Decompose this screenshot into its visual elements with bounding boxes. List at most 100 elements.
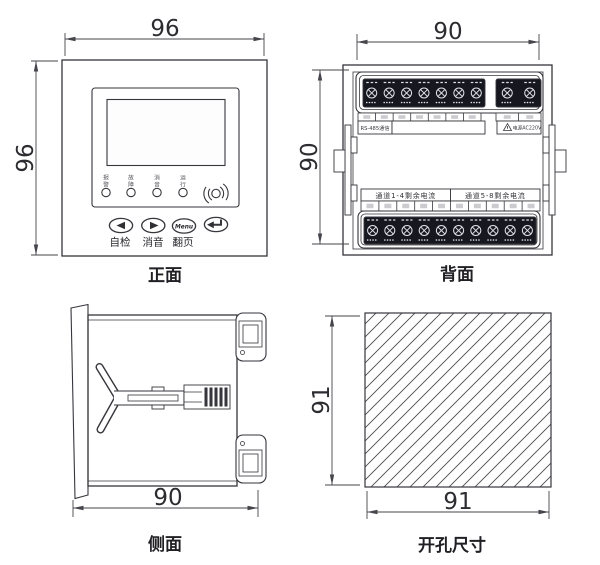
side-depth-value: 90 [153,485,182,511]
clamp-ratchet [183,384,231,410]
svg-text:故: 故 [128,174,134,182]
svg-text:运: 运 [180,174,186,182]
display-bezel [91,87,240,208]
terminal-screw [523,81,536,104]
svg-text:行: 行 [180,181,186,189]
terminal-strip-dark-bottom [363,216,537,245]
back-dimension-width: 90 [356,19,540,60]
terminal-strip-dark-right [495,78,542,108]
buzzer-icon [203,183,229,204]
svg-text:消: 消 [154,174,160,182]
terminal-screw [383,219,396,241]
side-dimension-depth: 90 [72,485,259,517]
cutout-width-value: 91 [443,489,472,515]
channel-1-4-label: 通道1-4剩余电流 [375,191,436,200]
top-terminal-block [355,71,544,122]
front-dimension-width: 96 [64,16,265,56]
bottom-rear-connector [235,434,267,484]
led-lamp [126,187,136,198]
clamp-stem [114,390,185,406]
terminal-screw [435,81,448,104]
terminal-screw [521,219,534,241]
terminal-screw [504,219,517,241]
terminal-screw [501,81,514,104]
svg-text:障: 障 [128,181,134,189]
svg-text:警: 警 [103,181,109,189]
bottom-label-row: 通道1-4剩余电流 通道5-8剩余电流 [360,188,541,202]
led-lamp [178,187,188,198]
svg-text:音: 音 [154,181,160,189]
self-test-label: 自检 [110,236,131,249]
front-width-value: 96 [150,16,179,42]
mute-button [141,217,166,234]
terminal-screw [453,81,465,104]
bottom-terminal-numbers [360,200,541,212]
terminal-screw [469,219,482,241]
top-left-terminal-numbers [357,112,482,122]
cutout-height-value: 91 [309,385,335,414]
terminal-screw [452,219,465,241]
terminal-screw [470,81,483,104]
top-rear-connector [235,312,267,362]
terminal-screw [383,81,395,104]
cutout-dimension-width: 91 [366,489,550,519]
panel-cutout-area [364,312,552,488]
enter-button [203,216,229,233]
back-height-value: 90 [297,142,323,171]
terminal-screw [401,219,413,241]
top-label-row: RS-485通信 电源AC220V [357,120,542,135]
front-height-value: 96 [13,143,39,172]
cutout-view-caption: 开孔尺寸 [418,535,486,556]
top-right-terminal-numbers [495,112,542,122]
back-view: 90 90 RS-485通信 [297,19,567,285]
side-body-outline [87,314,238,487]
cutout-dimension-height: 91 [309,315,360,486]
top-left-terminals [365,81,483,104]
terminal-screw [418,219,431,241]
channel-5-8-label: 通道5-8剩余电流 [465,191,526,200]
led-mute: 消 音 [152,174,162,198]
led-lamp [152,187,162,198]
led-lamp [101,187,111,198]
back-view-caption: 背面 [440,264,474,285]
back-width-value: 90 [433,19,462,45]
terminal-screw [487,219,499,241]
bottom-terminal-block [357,200,541,249]
mounting-clamp [95,363,231,434]
led-run: 运 行 [178,174,188,198]
led-alarm: 报 警 [101,174,111,198]
cutout-view: 91 91 开孔尺寸 [309,312,552,556]
back-dimension-height: 90 [297,69,349,245]
power-label: 电源AC220V [513,125,542,132]
warning-triangle-icon [502,122,513,131]
mute-label: 消音 [143,236,164,249]
front-panel-outline [61,59,268,257]
right-triangle-icon [150,221,159,230]
page-label: 翻页 [173,236,194,249]
right-mounting-rail [542,124,567,216]
self-test-button [108,217,134,234]
terminal-screw [418,81,430,104]
svg-text:报: 报 [103,174,109,182]
front-view: 96 96 报 警 故 障 消 [13,16,268,286]
front-buttons: Menu 自检 消音 翻页 [108,216,229,249]
top-right-terminals [501,81,536,104]
terminal-screw [400,81,413,104]
side-view-caption: 侧面 [148,534,182,555]
lcd-screen [106,98,226,167]
led-fault: 故 障 [126,174,136,198]
front-bezel-profile [70,303,89,500]
terminal-screw [365,81,378,104]
terminal-screw [366,219,379,241]
menu-button-text: Menu [175,224,193,230]
terminal-screw [435,219,448,241]
side-view: 90 侧面 [70,303,267,555]
left-mounting-rail [333,124,358,216]
enter-arrow-icon [207,219,222,229]
front-view-caption: 正面 [148,266,182,286]
bottom-terminals [366,219,534,241]
page-button: Menu [171,218,197,234]
comm-label: RS-485通信 [360,124,389,132]
